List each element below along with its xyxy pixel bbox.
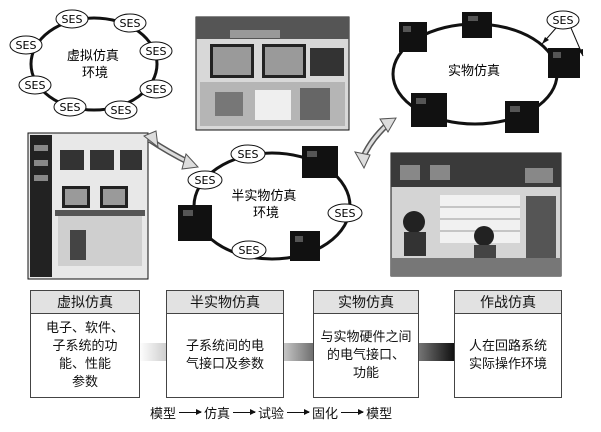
stage-connectors xyxy=(139,343,454,361)
hardware-unit xyxy=(290,231,320,261)
semi-env-label-line1: 半实物仿真 xyxy=(231,189,296,204)
svg-text:SES: SES xyxy=(62,13,83,26)
flow-arrow-icon xyxy=(233,409,257,415)
stage-description: 电子、软件、 子系统的功 能、性能 参数 xyxy=(31,314,139,397)
svg-text:SES: SES xyxy=(146,45,167,58)
stage-combat-simulation: 作战仿真 人在回路系统 实际操作环境 xyxy=(454,290,562,398)
svg-text:SES: SES xyxy=(195,174,216,187)
ses-node: SES xyxy=(18,75,52,95)
ses-node: SES xyxy=(546,10,580,30)
flow-step: 模型 xyxy=(150,407,177,422)
stage-title: 实物仿真 xyxy=(314,291,418,314)
virtual-env-label-line2: 环境 xyxy=(82,66,108,81)
physical-env-label: 实物仿真 xyxy=(448,64,500,79)
ses-node: SES xyxy=(187,170,223,190)
stage-description: 人在回路系统 实际操作环境 xyxy=(455,314,561,397)
svg-text:SES: SES xyxy=(238,148,259,161)
svg-text:SES: SES xyxy=(335,207,356,220)
stage-description: 子系统间的电 气接口及参数 xyxy=(167,314,283,397)
process-flow: 模型 仿真 试验 固化 模型 xyxy=(150,403,430,422)
lab-photo-left xyxy=(27,132,149,280)
ses-node: SES xyxy=(53,97,87,117)
hardware-unit xyxy=(411,93,447,127)
ses-node: SES xyxy=(230,144,266,164)
ses-node: SES xyxy=(55,9,89,29)
ses-node: SES xyxy=(113,13,147,33)
stage-virtual-simulation: 虚拟仿真 电子、软件、 子系统的功 能、性能 参数 xyxy=(30,290,140,398)
svg-text:SES: SES xyxy=(553,14,574,27)
stage-physical-simulation: 实物仿真 与实物硬件之间 的电气接口、 功能 xyxy=(313,290,419,398)
svg-text:SES: SES xyxy=(120,17,141,30)
stage-semi-physical-simulation: 半实物仿真 子系统间的电 气接口及参数 xyxy=(166,290,284,398)
stage-title: 半实物仿真 xyxy=(167,291,283,314)
semi-env-label: 半实物仿真 环境 xyxy=(231,189,300,221)
virtual-simulation-environment: SES SES SES SES SES SES SES SES 虚拟仿真 环境 xyxy=(9,9,173,120)
svg-text:SES: SES xyxy=(146,83,167,96)
virtual-env-label: 虚拟仿真 环境 xyxy=(67,49,123,81)
curved-arrow-virtual-to-semi xyxy=(143,130,200,170)
stage-title: 虚拟仿真 xyxy=(31,291,139,314)
connector-3 xyxy=(418,343,454,361)
svg-text:SES: SES xyxy=(60,101,81,114)
ses-node: SES xyxy=(104,100,138,120)
curved-arrow-semi-to-physical xyxy=(354,117,397,170)
flow-step: 固化 xyxy=(312,407,339,422)
stage-description-text: 电子、软件、 子系统的功 能、性能 参数 xyxy=(45,320,124,390)
flow-step: 模型 xyxy=(366,407,393,422)
ses-node: SES xyxy=(139,41,173,61)
flow-arrow-icon xyxy=(341,409,365,415)
stage-description-text: 与实物硬件之间 的电气接口、 功能 xyxy=(320,329,412,381)
virtual-env-label-line1: 虚拟仿真 xyxy=(67,49,119,64)
svg-text:SES: SES xyxy=(111,104,132,117)
stage-description: 与实物硬件之间 的电气接口、 功能 xyxy=(314,314,418,397)
svg-text:SES: SES xyxy=(239,244,260,257)
stage-description-text: 子系统间的电 气接口及参数 xyxy=(185,338,264,372)
stage-description-text: 人在回路系统 实际操作环境 xyxy=(468,338,547,372)
physical-simulation-environment: SES 实物仿真 xyxy=(391,10,584,133)
ses-node: SES xyxy=(231,240,267,260)
hardware-unit xyxy=(302,146,338,178)
virtual-ring xyxy=(29,16,159,112)
semi-physical-simulation-environment: SES SES SES SES 半实物仿真 环境 xyxy=(178,144,363,261)
lab-photo-top xyxy=(195,16,350,131)
flow-step: 仿真 xyxy=(204,407,231,422)
ses-node: SES xyxy=(9,35,43,55)
ses-node: SES xyxy=(139,79,173,99)
stage-title: 作战仿真 xyxy=(455,291,561,314)
flow-arrow-icon xyxy=(287,409,311,415)
connector-2 xyxy=(283,343,313,361)
connector-1 xyxy=(139,343,166,361)
hardware-unit xyxy=(462,12,492,38)
svg-text:SES: SES xyxy=(16,39,37,52)
hardware-unit xyxy=(178,205,212,241)
flow-arrow-icon xyxy=(179,409,203,415)
semi-env-label-line2: 环境 xyxy=(253,206,279,221)
lab-photo-right xyxy=(390,152,562,277)
flow-step: 试验 xyxy=(258,407,285,422)
hardware-unit xyxy=(548,48,580,78)
hardware-unit xyxy=(505,101,539,133)
hardware-unit xyxy=(399,22,427,52)
svg-text:SES: SES xyxy=(25,79,46,92)
ses-nodes-virtual: SES SES SES SES SES SES SES SES xyxy=(9,9,173,120)
ses-node: SES xyxy=(327,203,363,223)
